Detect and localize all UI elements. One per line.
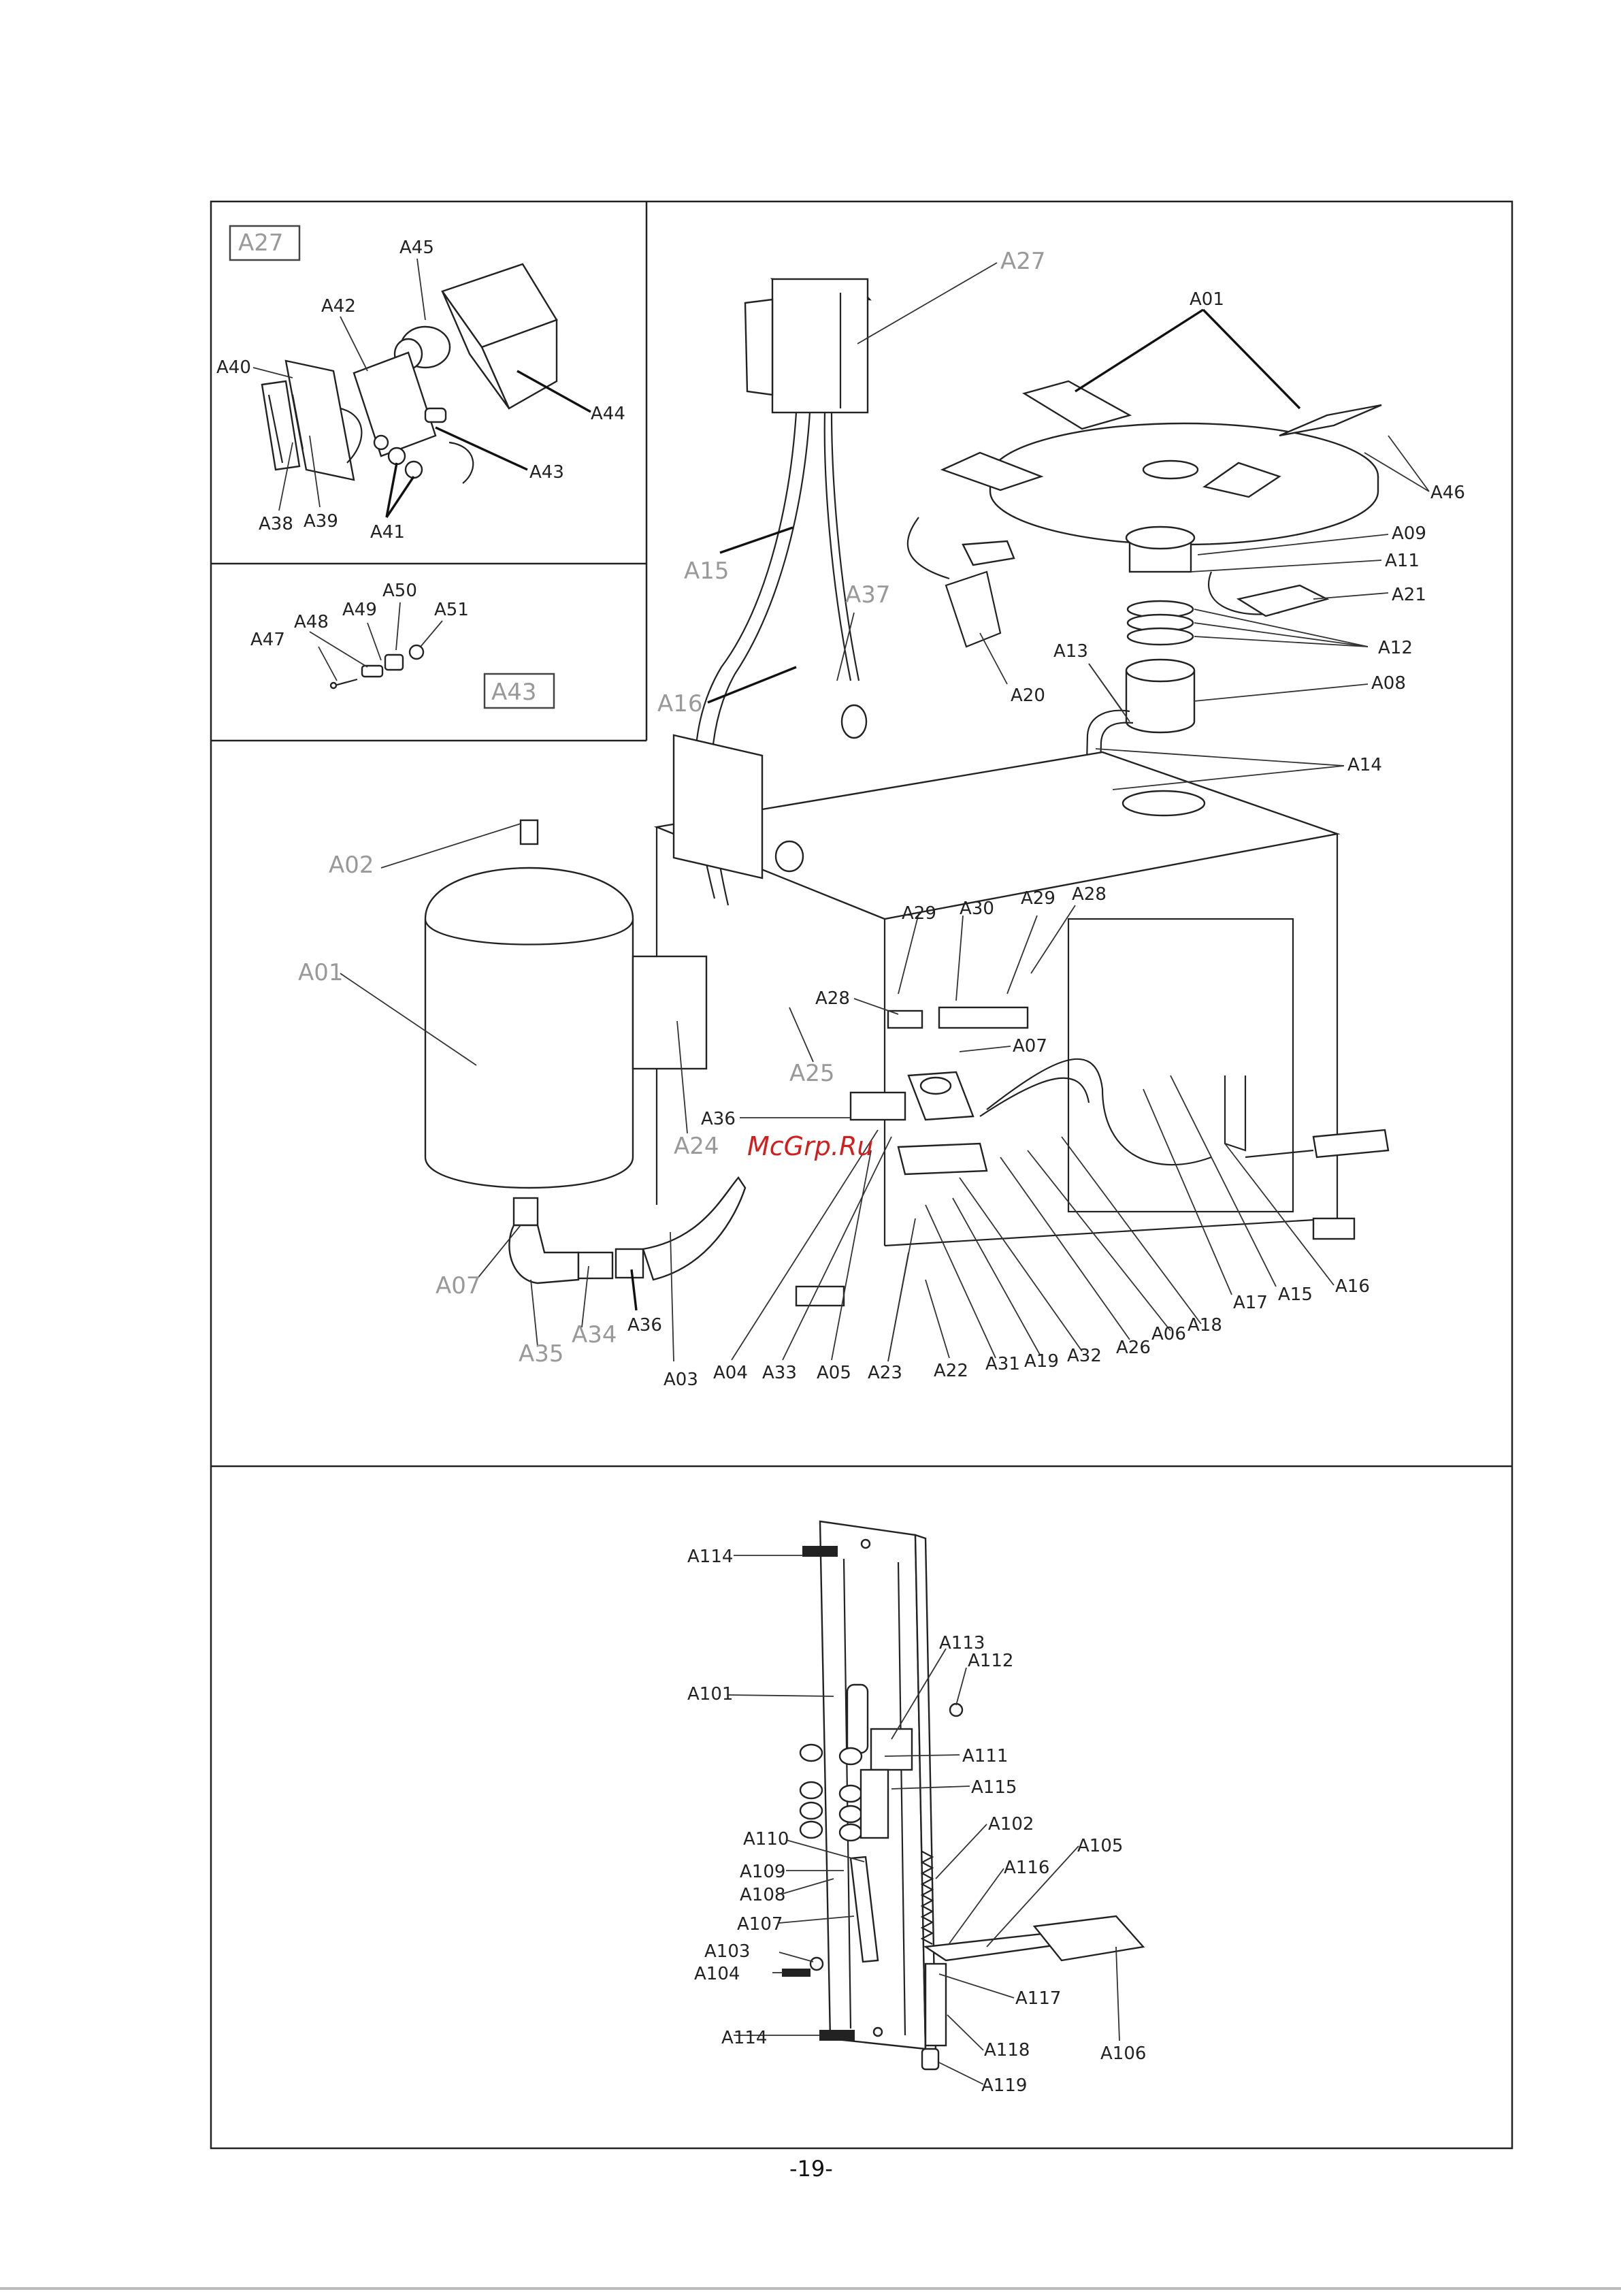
label-a12: A12 <box>1378 638 1413 658</box>
inset-a27-tag: A27 <box>238 229 284 257</box>
label-a07-main: A07 <box>1013 1036 1047 1056</box>
label-a44: A44 <box>591 404 625 424</box>
label-a105: A105 <box>1077 1836 1123 1856</box>
label-a19: A19 <box>1024 1351 1059 1372</box>
inset-a27-tag-box <box>229 225 301 261</box>
label-a27-main: A27 <box>1000 248 1046 275</box>
label-a109: A109 <box>740 1862 785 1882</box>
label-a48: A48 <box>294 612 329 632</box>
panel-frames <box>210 200 1513 2150</box>
inset-a27-drawing <box>229 225 558 484</box>
label-a29-left: A29 <box>902 903 936 924</box>
label-a26: A26 <box>1116 1338 1151 1358</box>
label-a16: A16 <box>1335 1276 1370 1297</box>
label-a115: A115 <box>971 1777 1017 1798</box>
label-a114-top: A114 <box>687 1547 733 1567</box>
inset-a43-tag-box <box>483 673 555 709</box>
label-a42: A42 <box>321 296 356 317</box>
label-a50: A50 <box>382 581 417 601</box>
lower-assembly-leaders <box>727 1555 1120 2085</box>
label-a111: A111 <box>962 1746 1008 1766</box>
label-a28-left: A28 <box>815 988 850 1009</box>
label-a11: A11 <box>1385 551 1420 571</box>
label-a117: A117 <box>1015 1988 1061 2009</box>
label-a36-main: A36 <box>701 1109 736 1129</box>
inset-a43-drawing <box>309 602 555 709</box>
label-a01-jaws: A01 <box>1190 289 1224 310</box>
label-a18: A18 <box>1188 1315 1222 1336</box>
label-a110: A110 <box>743 1829 789 1849</box>
label-a47: A47 <box>250 630 285 650</box>
label-a118: A118 <box>984 2040 1030 2060</box>
label-a37-faded: A37 <box>845 581 891 609</box>
label-a15-faded: A15 <box>684 557 730 585</box>
label-a24-faded: A24 <box>674 1133 719 1160</box>
label-a07-faded: A07 <box>436 1272 481 1299</box>
label-a45: A45 <box>399 238 434 258</box>
label-a31: A31 <box>985 1354 1020 1374</box>
label-a107: A107 <box>737 1914 783 1935</box>
label-a20: A20 <box>1011 685 1045 706</box>
label-a33: A33 <box>762 1363 797 1383</box>
label-a104: A104 <box>694 1964 740 1984</box>
label-a04: A04 <box>713 1363 748 1383</box>
main-assembly-leaders <box>340 262 1430 1362</box>
label-a32: A32 <box>1067 1346 1102 1366</box>
label-a05: A05 <box>817 1363 851 1383</box>
watermark: McGrp.Ru <box>747 1131 873 1161</box>
label-a113: A113 <box>939 1633 985 1653</box>
label-a114-bottom: A114 <box>721 2028 767 2048</box>
label-a108: A108 <box>740 1885 785 1905</box>
label-a23: A23 <box>868 1363 902 1383</box>
label-a06: A06 <box>1151 1324 1186 1344</box>
label-a34-faded: A34 <box>572 1321 617 1348</box>
label-a14: A14 <box>1347 755 1382 775</box>
label-a36-lower: A36 <box>627 1315 662 1336</box>
label-a101: A101 <box>687 1684 733 1704</box>
label-a106: A106 <box>1100 2043 1146 2064</box>
label-a40: A40 <box>216 357 251 378</box>
label-a51: A51 <box>434 600 469 620</box>
lower-assembly-labels: A114 A113 A112 A101 A111 A115 A102 A110 … <box>687 1547 1146 2096</box>
label-a17: A17 <box>1233 1293 1268 1313</box>
label-a30: A30 <box>960 899 994 919</box>
label-a15: A15 <box>1278 1284 1313 1305</box>
label-a119: A119 <box>981 2075 1027 2096</box>
label-a49: A49 <box>342 600 377 620</box>
inset-a27-labels: A27 A45 A42 A40 A44 A43 A38 A39 A41 <box>216 229 625 543</box>
label-a116: A116 <box>1004 1858 1049 1878</box>
label-a09: A09 <box>1392 523 1426 544</box>
label-a16-faded: A16 <box>657 690 703 717</box>
main-assembly-labels: A27 A15 A37 A16 A02 A01 A25 A24 A07 A34 … <box>298 248 1465 1390</box>
label-a03: A03 <box>664 1370 698 1390</box>
label-a43: A43 <box>529 462 564 483</box>
label-a13: A13 <box>1053 641 1088 662</box>
label-a102: A102 <box>988 1814 1034 1834</box>
page-number: -19- <box>789 2156 833 2182</box>
label-a112: A112 <box>968 1651 1013 1671</box>
label-a38: A38 <box>259 514 293 534</box>
inset-a43-labels: A43 A50 A49 A48 A47 A51 <box>250 581 537 706</box>
label-a35-faded: A35 <box>519 1340 564 1368</box>
label-a28-right: A28 <box>1072 884 1107 905</box>
label-a22: A22 <box>934 1361 968 1381</box>
main-assembly-drawing <box>424 278 1390 1307</box>
lower-assembly-drawing <box>782 1520 1145 2071</box>
label-a25-faded: A25 <box>789 1060 835 1087</box>
inset-a43-tag: A43 <box>491 679 537 706</box>
label-a39: A39 <box>304 511 338 532</box>
label-a103: A103 <box>704 1941 750 1962</box>
label-a08: A08 <box>1371 673 1406 694</box>
label-a46: A46 <box>1430 483 1465 503</box>
label-a29-right: A29 <box>1021 888 1055 909</box>
label-a01-faded: A01 <box>298 959 344 986</box>
label-a21: A21 <box>1392 585 1426 605</box>
inset-a27-leaders <box>252 258 591 518</box>
label-a41: A41 <box>370 522 405 543</box>
label-a02-faded: A02 <box>329 852 374 879</box>
